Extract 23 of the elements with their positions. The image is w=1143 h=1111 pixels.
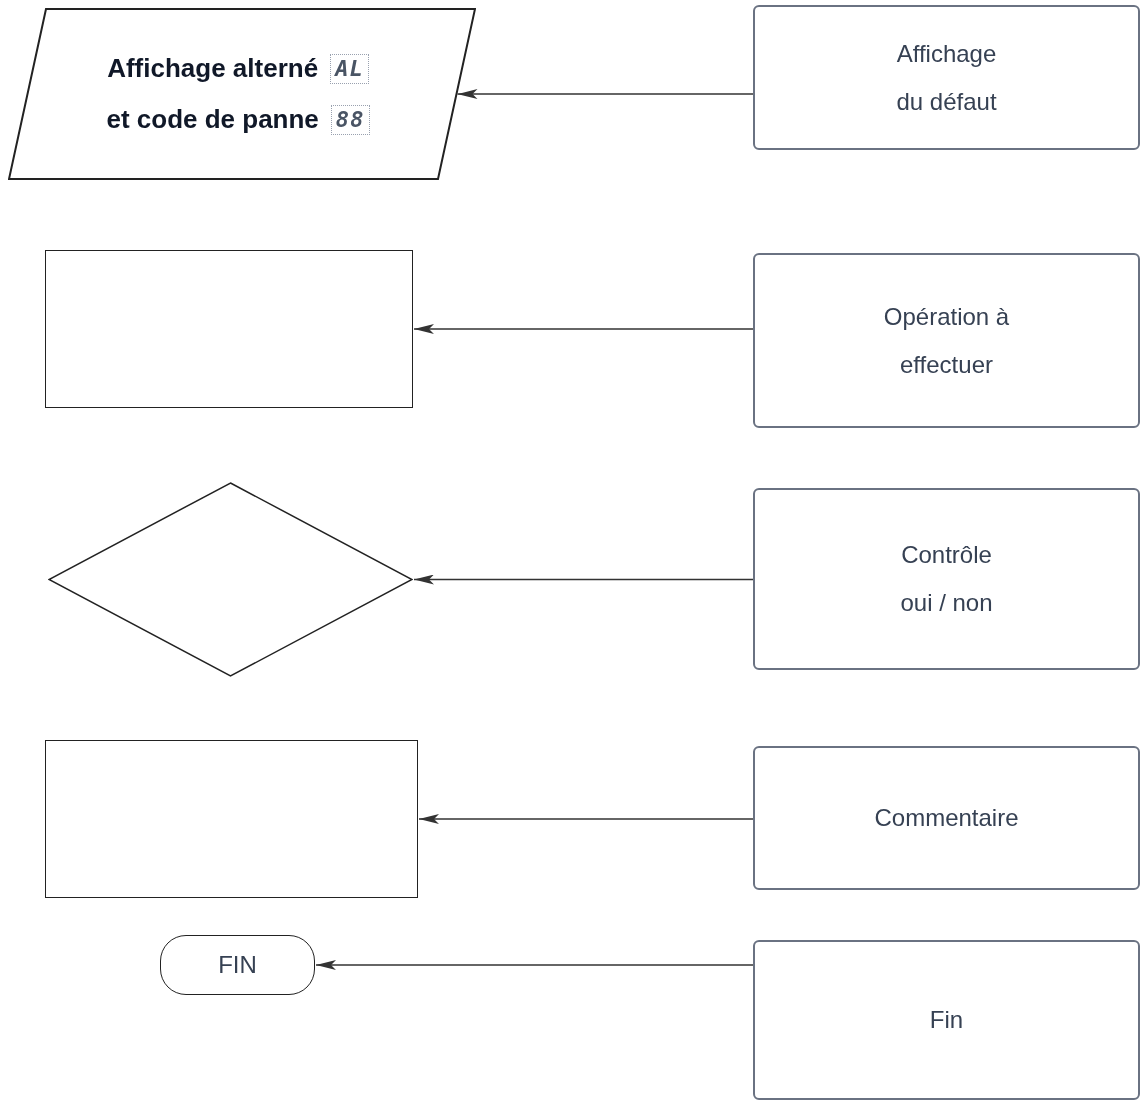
terminator-shape bbox=[160, 935, 315, 995]
node-text: Commentaire bbox=[874, 803, 1019, 833]
node-text: Affichage du défaut bbox=[895, 38, 998, 117]
arrow bbox=[456, 89, 754, 99]
process-box bbox=[45, 740, 418, 898]
arrow bbox=[413, 574, 754, 585]
legend-box bbox=[753, 746, 1140, 890]
node-text: Affichage alterné bbox=[107, 52, 319, 85]
legend-box bbox=[753, 940, 1140, 1100]
segment-display: 88 bbox=[330, 104, 370, 135]
legend-box bbox=[753, 253, 1140, 428]
arrow bbox=[418, 814, 754, 824]
legend-box bbox=[753, 5, 1140, 150]
segment-display: AL bbox=[330, 53, 369, 84]
node-text: FIN bbox=[218, 950, 257, 980]
legend-box bbox=[753, 488, 1140, 670]
node-text: Contrôle oui / non bbox=[899, 540, 994, 618]
node-text: Fin bbox=[929, 1005, 964, 1035]
node-text: Opération à effectuer bbox=[883, 301, 1010, 380]
arrow bbox=[413, 324, 754, 334]
arrow bbox=[315, 960, 754, 970]
node-text: et code de panne bbox=[106, 103, 319, 136]
process-box bbox=[45, 250, 413, 408]
